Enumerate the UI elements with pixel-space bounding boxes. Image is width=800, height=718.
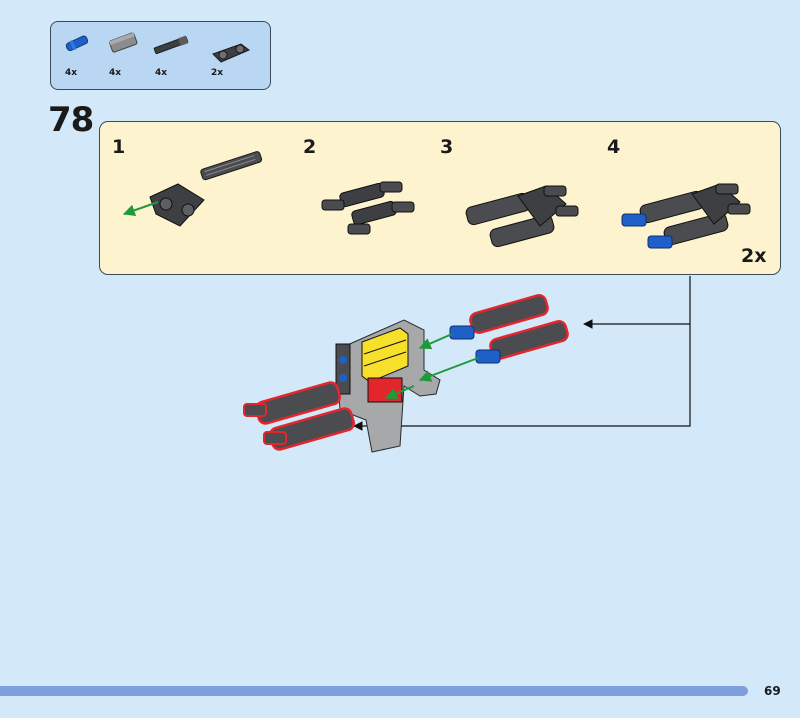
substep-1-illustration bbox=[122, 151, 263, 227]
page-number: 69 bbox=[764, 684, 781, 698]
substep-2-illustration bbox=[321, 181, 415, 235]
step-number: 78 bbox=[48, 100, 94, 140]
dark-axle-icon bbox=[153, 35, 189, 55]
gray-axle-connector-icon bbox=[108, 32, 138, 53]
substep-number: 3 bbox=[440, 136, 454, 158]
submodel-multiplier: 2x bbox=[741, 245, 767, 267]
substep-number: 4 bbox=[607, 136, 621, 158]
substep-box bbox=[99, 121, 781, 275]
main-assembly bbox=[243, 294, 569, 453]
part-qty: 2x bbox=[211, 68, 224, 78]
part-qty: 4x bbox=[155, 68, 168, 78]
substep-number: 1 bbox=[112, 136, 126, 158]
substep-3-illustration bbox=[465, 185, 579, 248]
blue-axle-pin-icon bbox=[65, 35, 89, 52]
callout-arrows bbox=[353, 276, 691, 431]
substep-4-illustration bbox=[621, 183, 751, 249]
black-double-beam-icon bbox=[212, 43, 250, 63]
parts-list-box: 4x 4x 4x 2x bbox=[50, 21, 271, 90]
part-qty: 4x bbox=[65, 68, 78, 78]
page-bar bbox=[0, 686, 748, 696]
substep-number: 2 bbox=[303, 136, 317, 158]
part-qty: 4x bbox=[109, 68, 122, 78]
